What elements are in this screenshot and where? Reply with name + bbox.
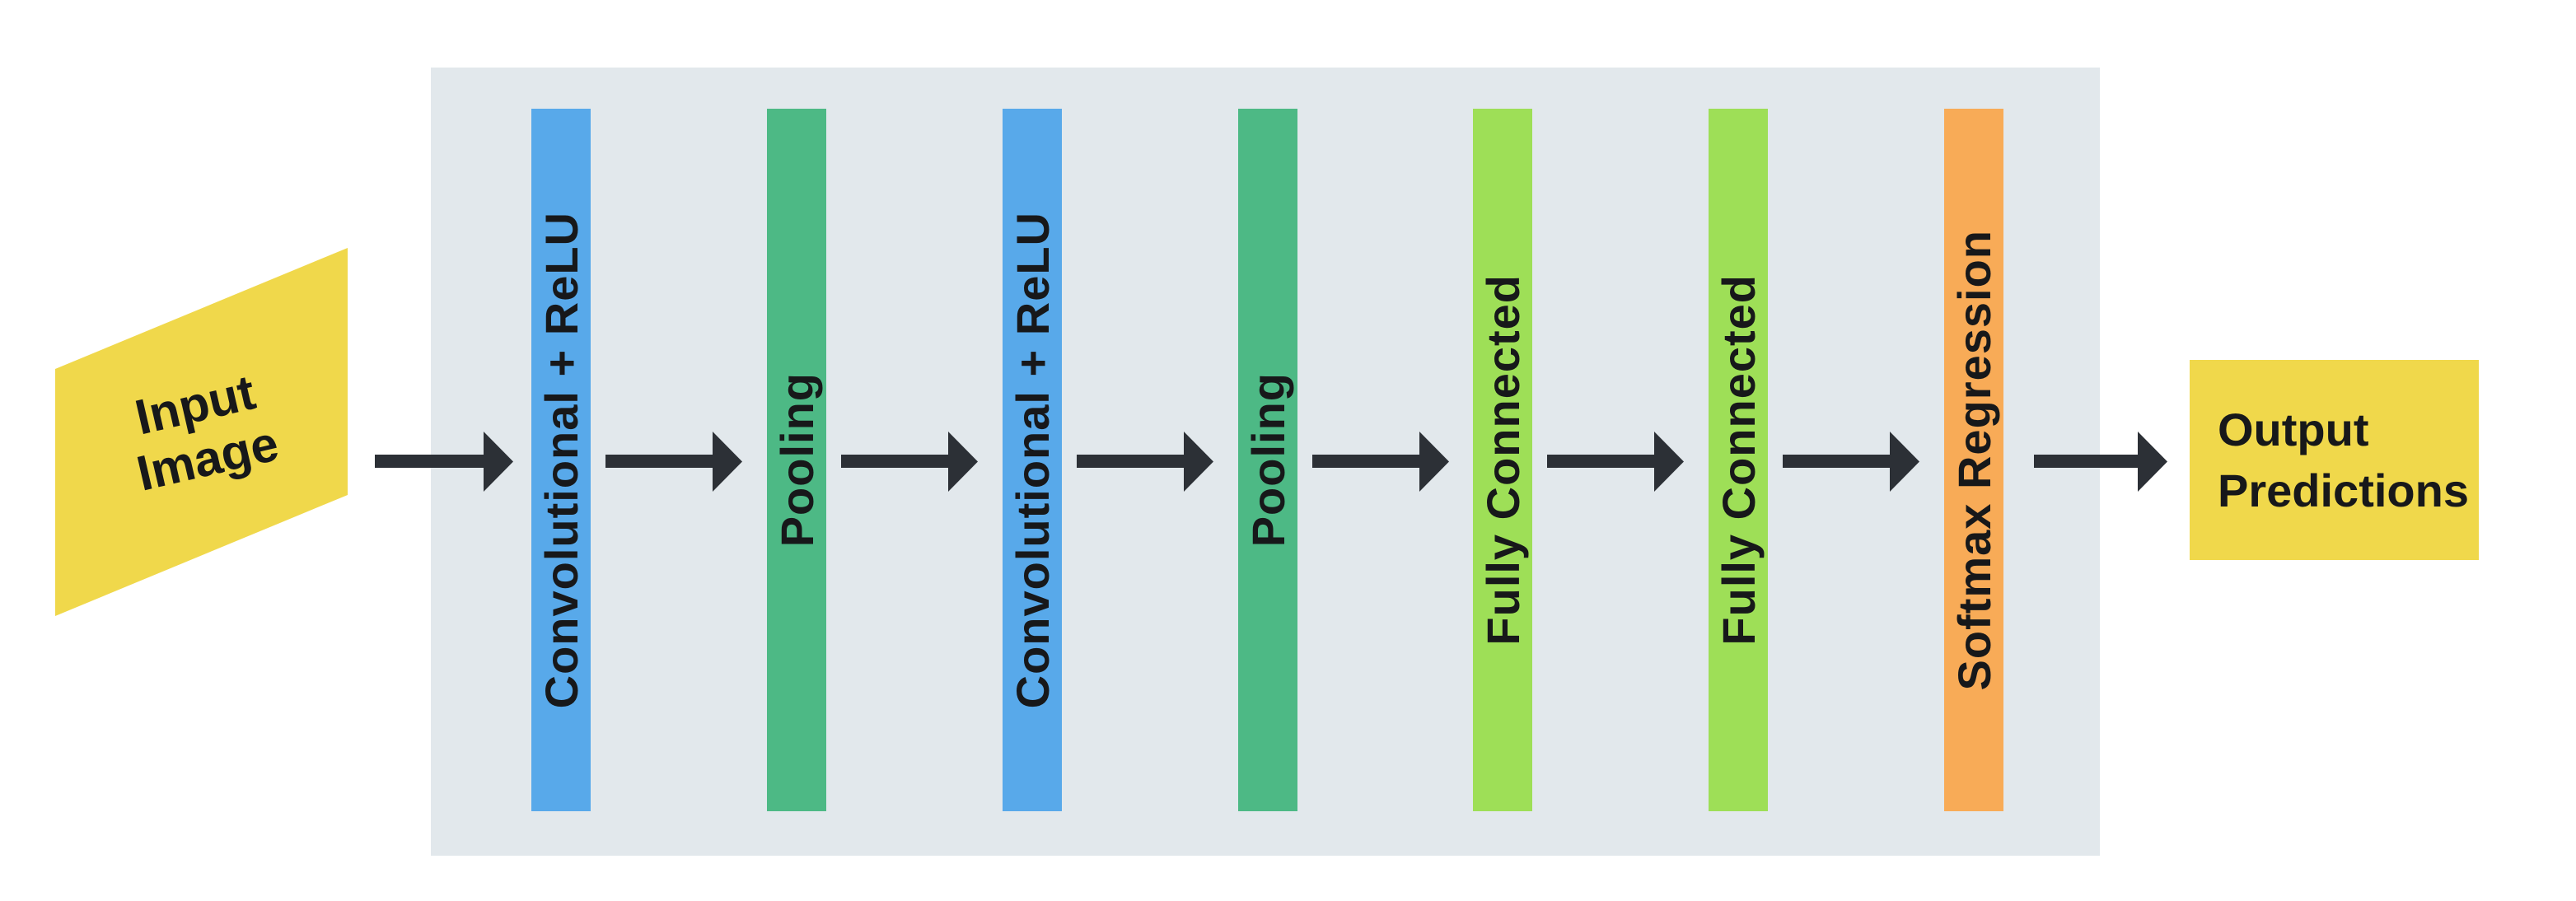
stage-bar-convolutional-relu-2: Convolutional + ReLU	[1003, 109, 1062, 811]
arrow-head-icon	[484, 432, 513, 492]
stage-bar-convolutional-relu-1: Convolutional + ReLU	[531, 109, 591, 811]
stage-label: Softmax Regression	[1947, 229, 2000, 691]
arrow-head-icon	[713, 432, 742, 492]
stage-bar-pooling-2: Pooling	[1238, 109, 1297, 811]
flow-arrow-input-to-conv1	[375, 432, 513, 492]
arrow-head-icon	[1419, 432, 1449, 492]
stage-label: Pooling	[1241, 372, 1294, 548]
output-label-line1: Output	[2218, 403, 2369, 455]
flow-arrow-pool1-to-conv2	[841, 432, 978, 492]
arrow-shaft	[375, 455, 485, 468]
arrow-head-icon	[948, 432, 978, 492]
arrow-head-icon	[1890, 432, 1919, 492]
flow-arrow-fc1-to-fc2	[1547, 432, 1684, 492]
output-label-line2: Predictions	[2218, 464, 2469, 516]
stage-bar-softmax-regression: Softmax Regression	[1944, 109, 2003, 811]
stage-label: Convolutional + ReLU	[535, 211, 587, 709]
stage-bar-fully-connected-1: Fully Connected	[1473, 109, 1532, 811]
stage-bar-fully-connected-2: Fully Connected	[1709, 109, 1768, 811]
arrow-shaft	[1547, 455, 1656, 468]
arrow-head-icon	[2138, 432, 2167, 492]
flow-arrow-conv2-to-pool2	[1077, 432, 1213, 492]
flow-arrow-conv1-to-pool1	[605, 432, 742, 492]
arrow-shaft	[1783, 455, 1891, 468]
arrow-shaft	[605, 455, 714, 468]
stage-label: Fully Connected	[1476, 274, 1529, 646]
arrow-shaft	[2034, 455, 2139, 468]
flow-arrow-fc2-to-softmax	[1783, 432, 1919, 492]
stage-bar-pooling-1: Pooling	[767, 109, 826, 811]
flow-arrow-softmax-to-output	[2034, 432, 2167, 492]
arrow-head-icon	[1184, 432, 1213, 492]
flow-arrow-pool2-to-fc1	[1312, 432, 1449, 492]
output-predictions-box: Output Predictions	[2190, 360, 2479, 560]
arrow-shaft	[841, 455, 950, 468]
stage-label: Pooling	[770, 372, 823, 548]
arrow-shaft	[1077, 455, 1185, 468]
stage-label: Convolutional + ReLU	[1006, 211, 1059, 709]
arrow-shaft	[1312, 455, 1421, 468]
arrow-head-icon	[1654, 432, 1684, 492]
stage-label: Fully Connected	[1712, 274, 1765, 646]
